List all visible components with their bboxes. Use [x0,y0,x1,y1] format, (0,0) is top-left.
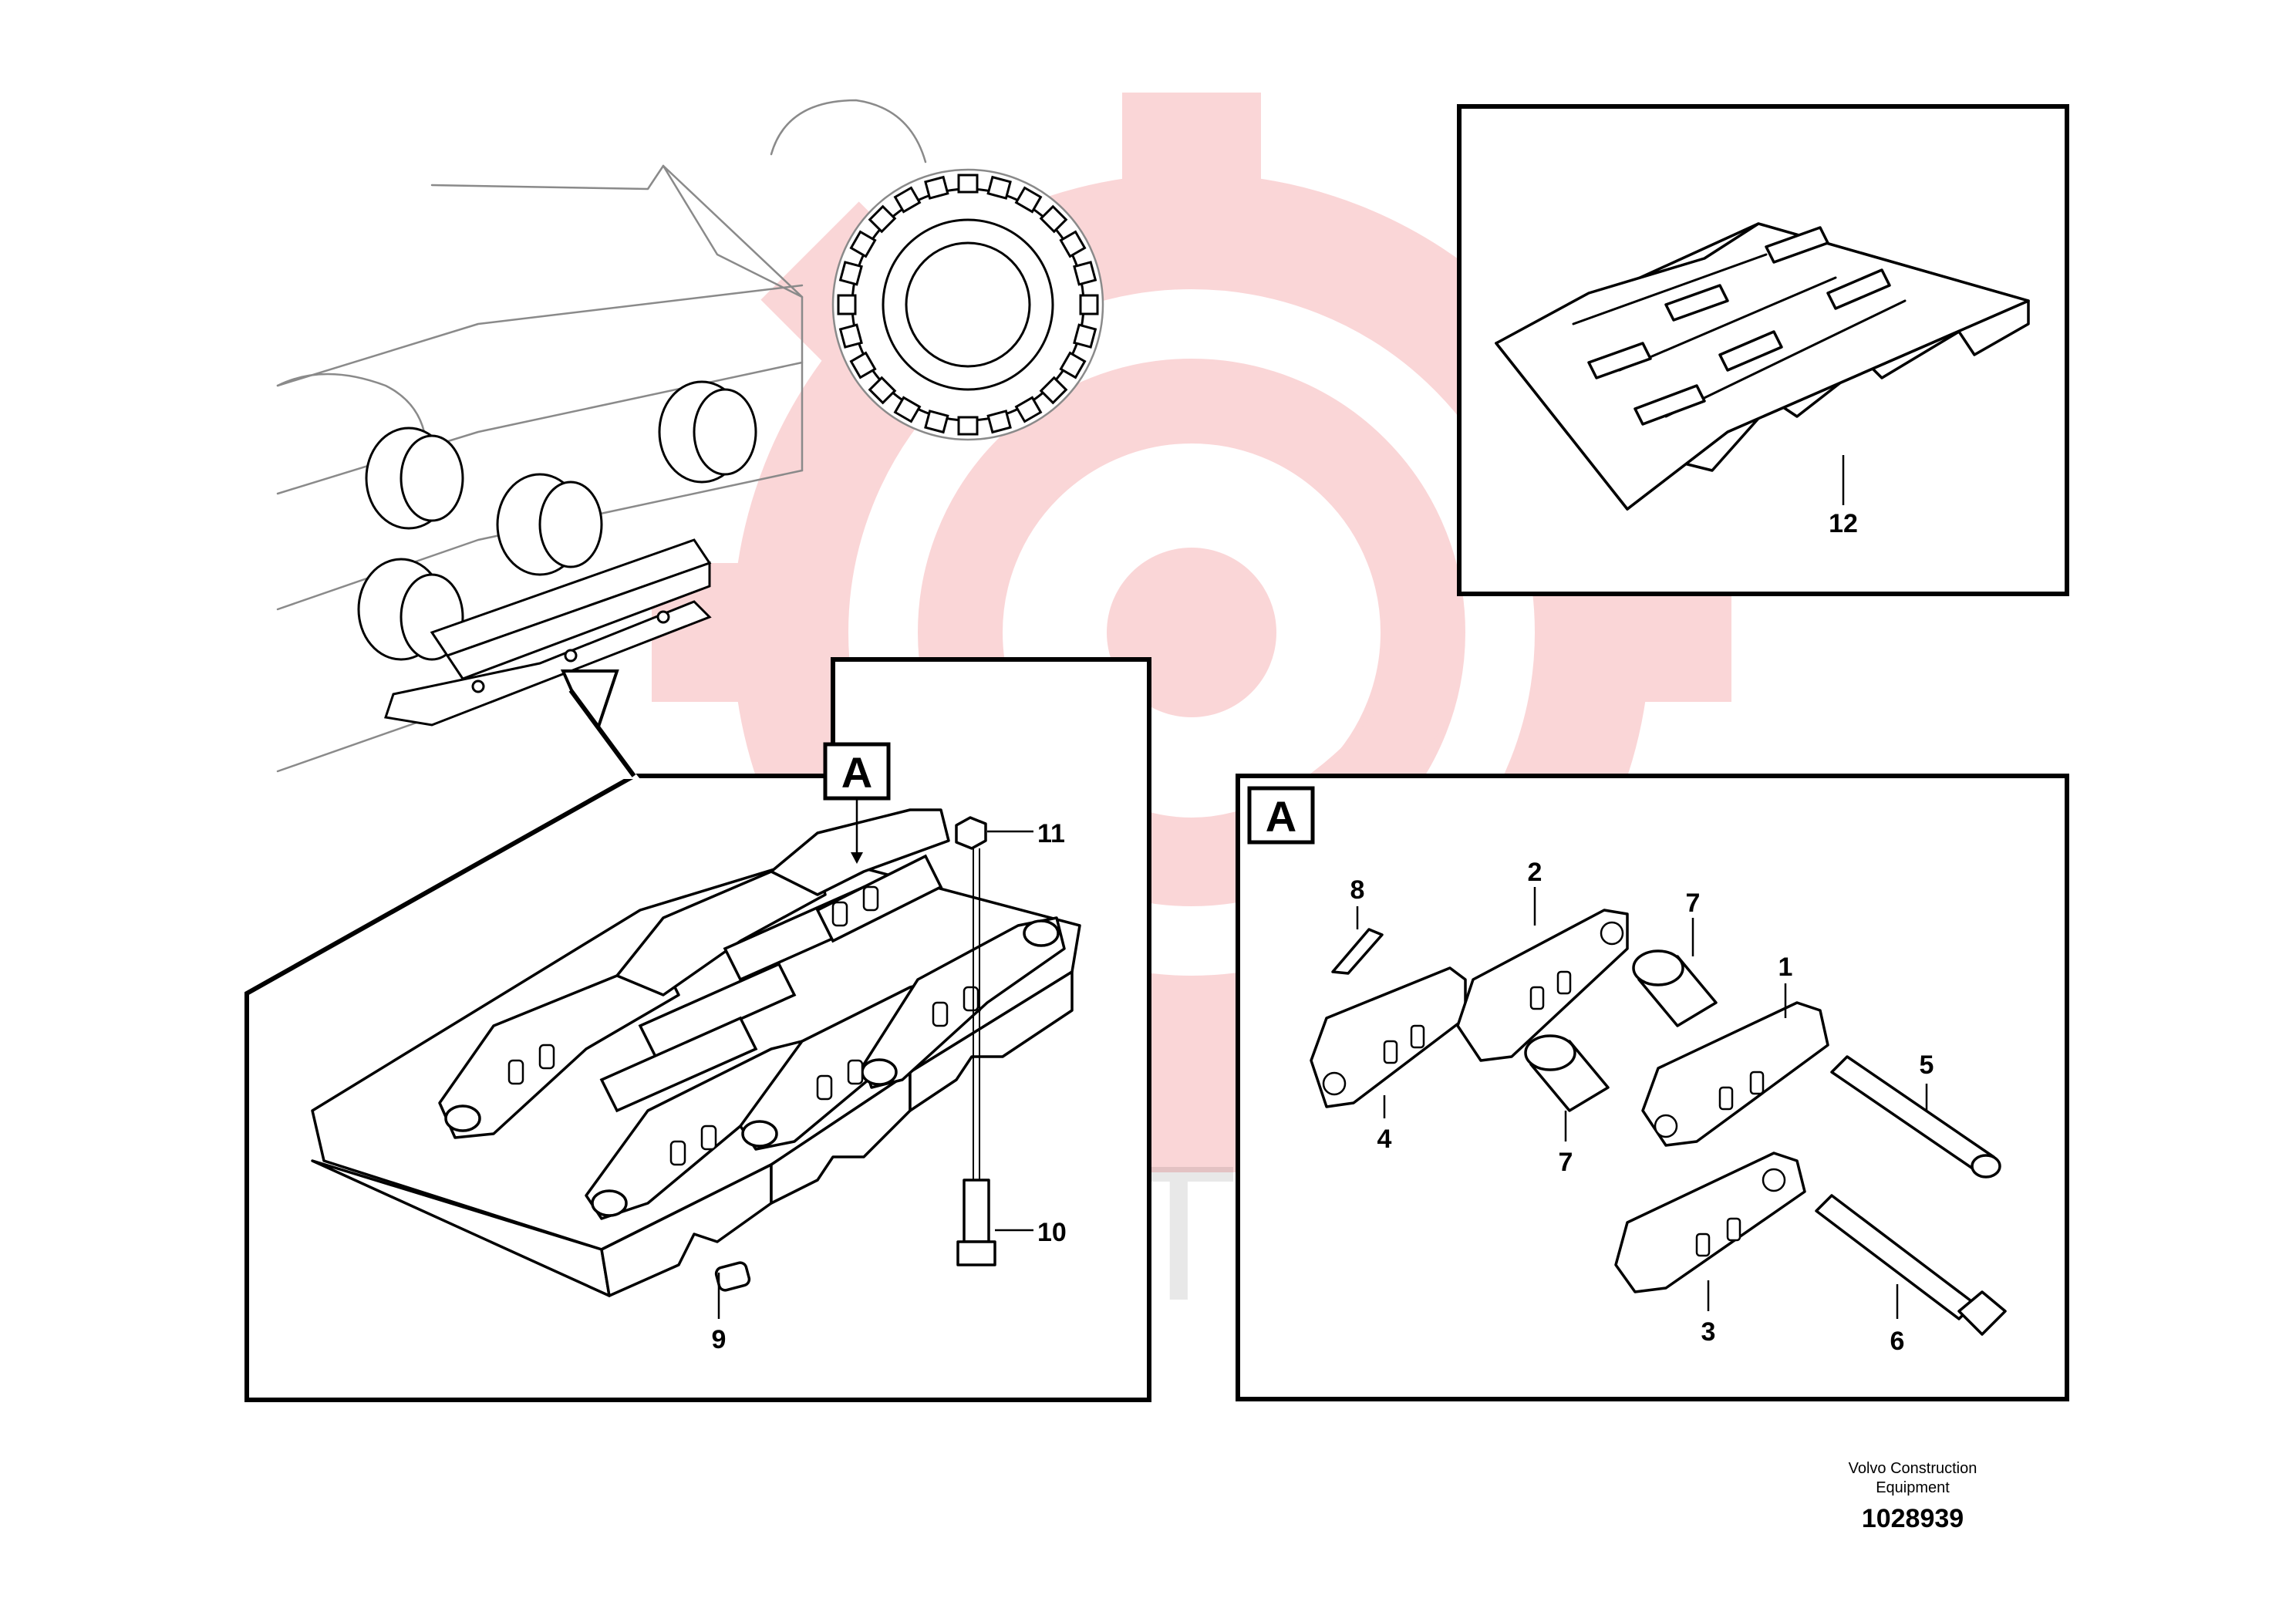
callout-8: 8 [1350,875,1365,905]
callout-1: 1 [1778,953,1793,982]
callout-6: 6 [1890,1327,1905,1356]
callout-5: 5 [1920,1050,1934,1080]
drawing-number: 1028939 [1862,1504,1964,1533]
callout-7-top: 7 [1686,889,1701,918]
callout-12: 12 [1829,509,1858,538]
view-label-left: A [841,748,872,797]
track-pad-frame [1457,104,2069,596]
footer-brand-line2: Equipment [1876,1479,1950,1496]
bolt-and-nut [955,816,996,1266]
callout-11: 11 [1037,819,1065,848]
view-label-right: A [1266,792,1296,841]
callout-3: 3 [1701,1317,1716,1347]
callout-9: 9 [712,1325,727,1354]
callout-2: 2 [1528,858,1542,887]
callout-7-bottom: 7 [1559,1148,1573,1177]
track-chain-assembly [311,742,1081,1319]
exploded-parts [1310,887,2007,1336]
undercarriage-overview [276,99,1104,773]
view-label-box-right [1247,786,1315,845]
callout-10: 10 [1037,1218,1067,1247]
view-label-box-left [823,742,891,801]
footer-brand-line1: Volvo Construction [1849,1460,1977,1477]
callout-4: 4 [1377,1125,1392,1154]
